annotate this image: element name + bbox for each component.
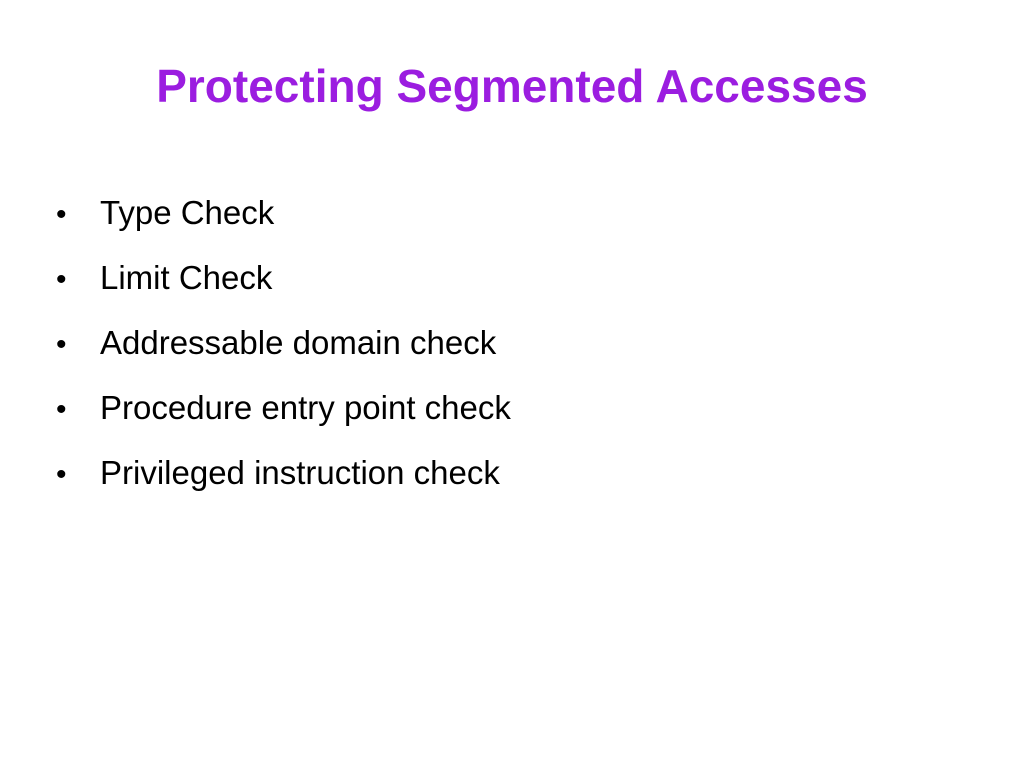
bullet-text: Procedure entry point check — [100, 389, 511, 426]
slide-title: Protecting Segmented Accesses — [156, 60, 868, 112]
bullet-text: Privileged instruction check — [100, 454, 500, 491]
bullet-item: • Procedure entry point check — [56, 383, 956, 448]
bullet-icon: • — [56, 328, 67, 361]
bullet-icon: • — [56, 198, 67, 231]
bullet-item: • Limit Check — [56, 253, 956, 318]
bullet-icon: • — [56, 458, 67, 491]
bullet-text: Type Check — [100, 194, 275, 231]
bullet-text: Limit Check — [100, 259, 273, 296]
bullet-item: • Addressable domain check — [56, 318, 956, 383]
bullet-item: • Type Check — [56, 188, 956, 253]
bullet-item: • Privileged instruction check — [56, 448, 956, 513]
bullet-text: Addressable domain check — [100, 324, 497, 361]
bullet-list: • Type Check • Limit Check • Addressable… — [56, 188, 956, 513]
bullet-icon: • — [56, 393, 67, 426]
bullet-icon: • — [56, 263, 67, 296]
